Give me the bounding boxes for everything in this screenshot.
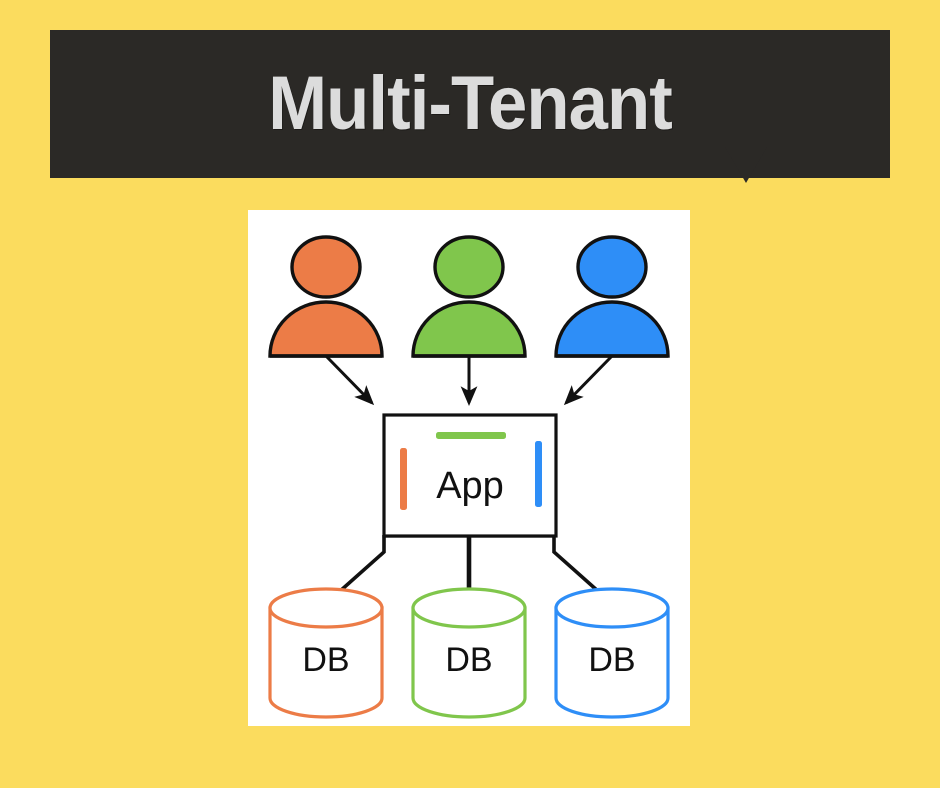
user-head-green <box>433 235 505 299</box>
arrow-user-orange-to-app <box>324 354 375 406</box>
connector-user-to-app-group <box>324 354 614 407</box>
db-body-green <box>411 606 527 719</box>
user-body-orange <box>268 300 384 358</box>
db-cylinder-blue[interactable]: DB <box>554 587 670 719</box>
user-icon-blue <box>554 235 670 358</box>
page-title: Multi-Tenant <box>268 61 673 146</box>
app-bar-orange-icon <box>400 448 407 510</box>
user-head-blue <box>576 235 648 299</box>
app-bar-blue-icon <box>535 441 542 507</box>
arrow-user-blue-to-app <box>563 354 614 406</box>
title-banner: Multi-Tenant <box>50 30 890 178</box>
db-label-green: DB <box>445 641 492 679</box>
db-label-orange: DB <box>302 641 349 679</box>
line-app-to-db-orange <box>328 535 386 602</box>
banner-tail-icon <box>725 147 767 183</box>
diagram-panel: App DB DB DB <box>248 210 690 726</box>
user-icon-orange <box>268 235 384 358</box>
db-label-blue: DB <box>588 641 635 679</box>
user-body-blue <box>554 300 670 358</box>
user-body-green <box>411 300 527 358</box>
app-bar-green-icon <box>436 432 506 439</box>
db-top-green <box>411 587 527 629</box>
user-icon-green <box>411 235 527 358</box>
line-app-to-db-blue <box>552 535 610 602</box>
app-box[interactable]: App <box>382 413 558 538</box>
multi-tenant-architecture-diagram: App DB DB DB <box>268 235 670 719</box>
app-box-frame <box>382 413 558 538</box>
db-body-orange <box>268 606 384 719</box>
db-cylinder-green[interactable]: DB <box>411 587 527 719</box>
banner-body: Multi-Tenant <box>50 30 890 178</box>
user-head-orange <box>290 235 362 299</box>
db-body-blue <box>554 606 670 719</box>
db-cylinder-orange[interactable]: DB <box>268 587 384 719</box>
db-top-orange <box>268 587 384 629</box>
db-top-blue <box>554 587 670 629</box>
app-label: App <box>436 465 504 507</box>
